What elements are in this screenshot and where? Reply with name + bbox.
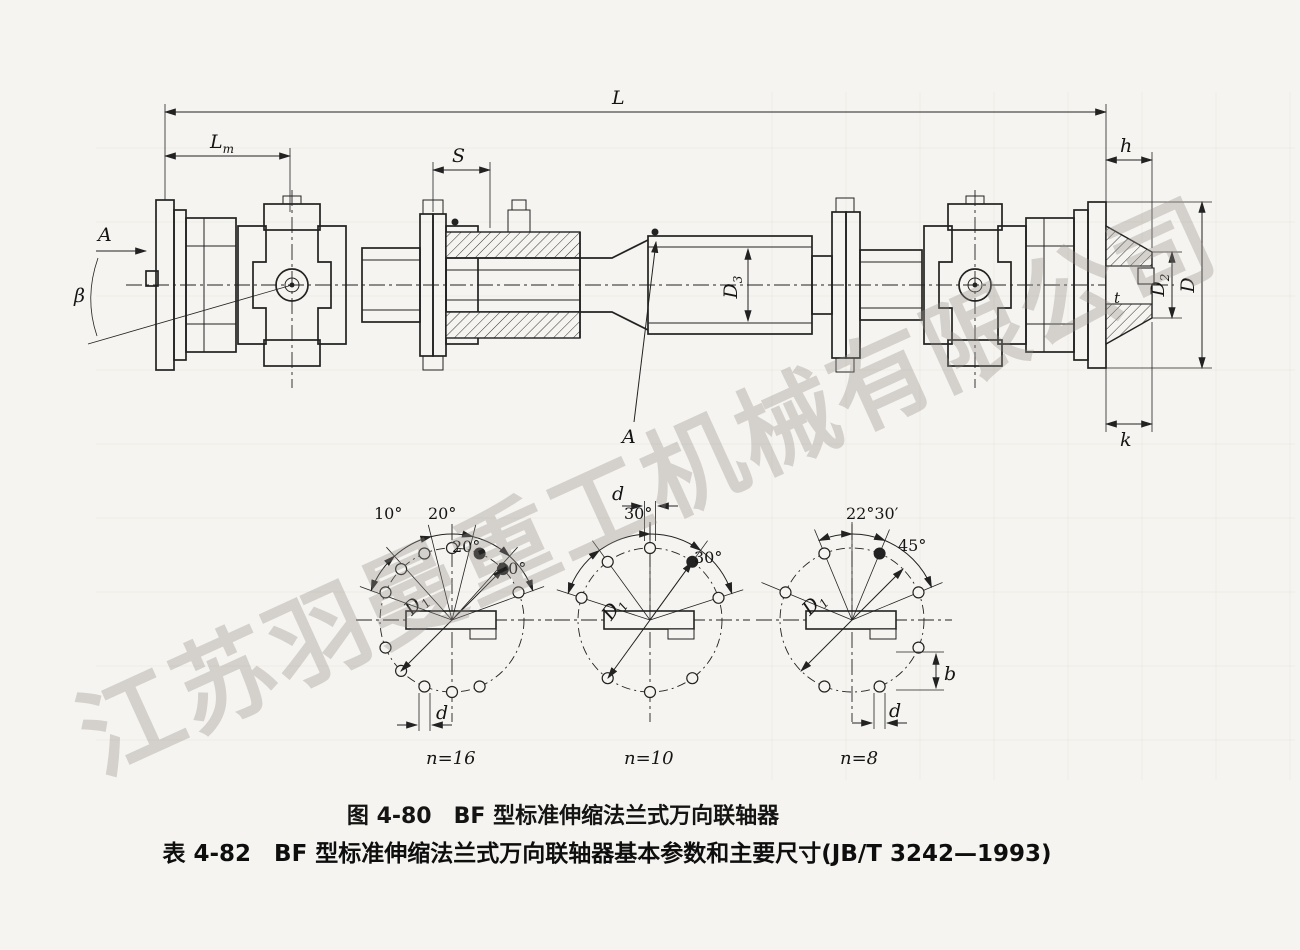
hole-count-label: n=8 (840, 748, 878, 769)
angle-label: 22°30′ (846, 504, 899, 523)
dim-label-D2: D2 (1147, 274, 1172, 298)
cardan-shaft-assembly: t L Lm S h (73, 87, 1212, 451)
angle-label: 30° (694, 548, 722, 567)
angle-label: 20° (498, 559, 526, 578)
label-A-left: A (96, 224, 112, 246)
view-arrow-A-left: A (96, 224, 148, 255)
angle-beta: β (73, 257, 293, 345)
left-universal-joint (237, 195, 347, 367)
angle-label: 45° (898, 536, 926, 555)
dim-label-k: k (1120, 429, 1132, 451)
dim-label-d: d (612, 483, 624, 505)
shaft-tube (580, 228, 813, 335)
dimension-k: k (1104, 322, 1154, 451)
dim-label-D: D (1177, 277, 1199, 293)
dim-label-t: t (1114, 289, 1121, 307)
dimension-D2: D2 (1147, 250, 1182, 320)
dim-label-D3: D3 (720, 275, 745, 299)
angle-label: 30° (624, 504, 652, 523)
dim-label-h: h (1120, 135, 1132, 157)
right-universal-joint (923, 195, 1027, 367)
dim-label-Lm: Lm (209, 131, 234, 156)
dimension-D: D (1106, 200, 1212, 370)
dim-label-L: L (611, 87, 625, 109)
dim-label-b: b (944, 663, 956, 685)
label-A-section: A (620, 426, 636, 448)
angle-label: 20° (428, 504, 456, 523)
hole-count-label: n=10 (624, 748, 674, 769)
bolt-pattern-view-3: 22°30′ 45° D1 d b n=8 (756, 504, 956, 769)
right-end-flange: t (1025, 201, 1155, 369)
table-title: 表 4-82 BF 型标准伸缩法兰式万向联轴器基本参数和主要尺寸(JB/T 32… (162, 840, 1051, 867)
hole-count-label: n=16 (426, 748, 476, 769)
bolt-pattern-view-2: 30° 30° D1 d n=10 (554, 483, 750, 769)
section-arrow-A: A (620, 240, 659, 448)
page-showthrough-grid (96, 92, 1295, 780)
angle-label: 10° (374, 504, 402, 523)
right-companion-flange (811, 197, 923, 373)
label-beta: β (73, 285, 85, 307)
dimension-S: S (431, 145, 492, 228)
dimension-D3: D3 (720, 247, 752, 323)
dim-label-d: d (889, 700, 901, 722)
spline-sleeve (445, 199, 581, 345)
dimension-L: L (163, 87, 1108, 250)
dim-label-S: S (452, 145, 465, 167)
dimension-h: h (1104, 135, 1154, 248)
angle-label: 20° (452, 537, 480, 556)
figure-caption: 图 4-80 BF 型标准伸缩法兰式万向联轴器 (347, 803, 780, 829)
dim-label-d: d (436, 702, 448, 724)
dimension-Lm: Lm (163, 131, 292, 212)
